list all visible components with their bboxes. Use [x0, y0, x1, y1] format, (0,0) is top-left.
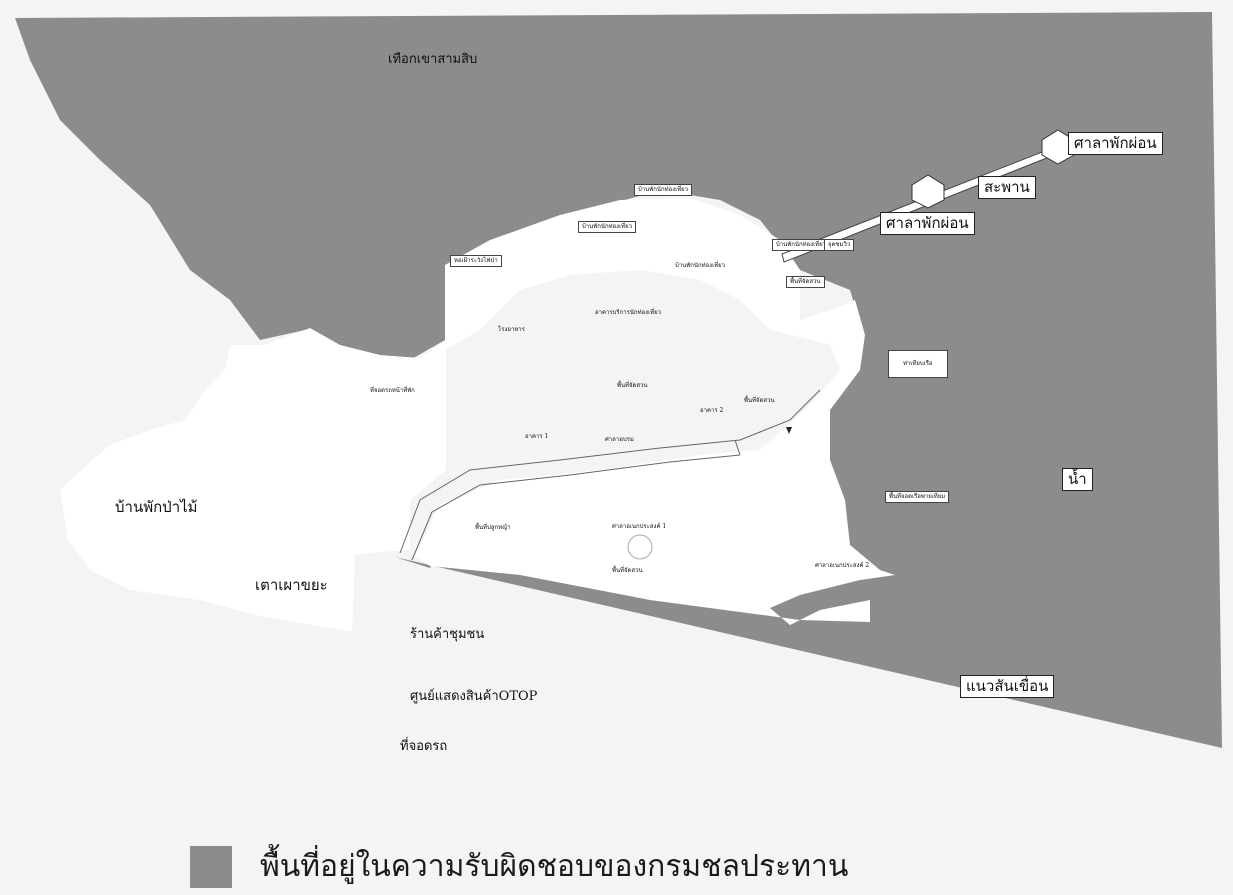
peninsula-land: [415, 198, 895, 625]
pavilion-1-circle: [627, 534, 653, 560]
tourist-house-3-label: บ้านพักนักท่องเที่ยว: [772, 239, 830, 251]
road-outer: [399, 389, 821, 554]
otop-center-label: ศูนย์แสดงสินค้าOTOP: [410, 689, 538, 704]
mountain-label: เทือกเขาสามสิบ: [388, 52, 478, 67]
building-2-label: อาคาร 2: [700, 407, 724, 414]
tourist-point-label: จุดชมวิว: [824, 239, 855, 251]
parking-front-label: ที่จอดรถหน้าที่พัก: [370, 387, 415, 394]
incinerator-label: เตาเผาขยะ: [255, 576, 328, 594]
building-1-label: อาคาร 1: [525, 433, 549, 440]
grass-area-label: พื้นที่ปลูกหญ้า: [475, 524, 511, 531]
garden-center-label: พื้นที่จัดสวน: [617, 382, 648, 389]
western-land: [60, 328, 446, 632]
tourist-house-1-label: บ้านพักนักท่องเที่ยว: [634, 184, 692, 196]
garden-east-label: พื้นที่จัดสวน: [744, 397, 775, 404]
dam-line-label: แนวสันเขื่อน: [960, 675, 1055, 698]
tourist-house-4-label: บ้านพักนักท่องเที่ยว: [675, 262, 725, 269]
jetty-marker: [786, 427, 792, 434]
bridge-label: สะพาน: [978, 176, 1036, 199]
rest-pavilion-1-label: ศาลาพักผ่อน: [1068, 132, 1163, 155]
garden-south-label: พื้นที่จัดสวน: [612, 567, 643, 574]
pavilion-1-label: ศาลาอเนกประสงค์ 1: [612, 523, 667, 530]
boat-area-label: พื้นที่จอดเรือพายเทียม: [885, 491, 950, 503]
training-hall-label: ศาลาอบรม: [605, 436, 634, 443]
tourist-house-2-label: บ้านพักนักท่องเที่ยว: [578, 221, 636, 233]
legend-label: พื้นที่อยู่ในความรับผิดชอบของกรมชลประทาน: [260, 849, 849, 884]
rest-pavilion-1-marker: [1041, 129, 1075, 165]
legend-swatch: [190, 845, 232, 888]
forestry-house-label: บ้านพักป่าไม้: [115, 498, 198, 516]
garden-ne-label: พื้นที่จัดสวน: [786, 276, 825, 288]
parking-lot-label: ที่จอดรถ: [400, 739, 448, 754]
pavilion-2-label: ศาลาอเนกประสงค์ 2: [815, 562, 870, 569]
responsibility-area: [15, 12, 1222, 748]
legend: พื้นที่อยู่ในความรับผิดชอบของกรมชลประทาน: [190, 843, 848, 890]
dining-hall-label: โรงอาหาร: [498, 326, 525, 333]
rest-pavilion-2-label: ศาลาพักผ่อน: [880, 212, 975, 235]
rest-pavilion-2-marker: [911, 174, 945, 209]
forest-tower-label: หอเฝ้าระวังไฟป่า: [450, 255, 502, 267]
jetty-label: ท่าเทียบเรือ: [888, 350, 948, 378]
water-label: น้ำ: [1062, 468, 1093, 491]
road-inner: [411, 454, 741, 561]
community-shop-label: ร้านค้าชุมชน: [410, 627, 485, 642]
road-east: [734, 439, 741, 456]
service-building-label: อาคารบริการนักท่องเที่ยว: [595, 309, 661, 316]
